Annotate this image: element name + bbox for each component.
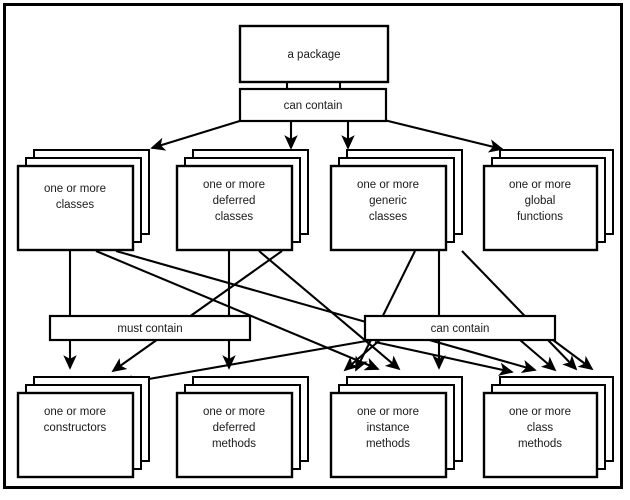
edge-classes-to-instance-methods xyxy=(95,250,380,371)
edge-can-contain-to-class-methods-3 xyxy=(374,340,514,376)
node-generic-classes-line2: generic xyxy=(369,195,407,207)
edge-can-contain-to-class-methods xyxy=(519,339,557,372)
node-deferred-classes-line3: classes xyxy=(215,211,254,223)
node-one-or-more-class-methods[interactable]: one or more class methods xyxy=(482,376,614,479)
node-deferred-classes-line2: deferred xyxy=(213,195,256,207)
edge-can-contain-to-constructors-2 xyxy=(118,338,373,389)
edge-classes-to-class-methods xyxy=(115,249,537,373)
edge-generic-classes-to-instance-methods xyxy=(355,250,416,372)
node-one-or-more-deferred-methods[interactable]: one or more deferred methods xyxy=(175,376,309,479)
edge-cancontain-to-classes xyxy=(150,118,244,151)
relation-bottom-can-contain-label: can contain xyxy=(431,323,490,335)
node-classes-line2: classes xyxy=(56,199,95,211)
relation-must-contain-label: must contain xyxy=(117,323,182,335)
relation-bottom-can-contain[interactable]: can contain xyxy=(363,314,557,342)
node-one-or-more-deferred-classes[interactable]: one or more deferred classes xyxy=(175,149,309,252)
node-one-or-more-generic-classes[interactable]: one or more generic classes xyxy=(329,149,463,252)
relation-must-contain[interactable]: must contain xyxy=(48,314,252,342)
node-class-methods-line1: one or more xyxy=(509,406,571,418)
node-deferred-classes-line1: one or more xyxy=(203,179,265,191)
node-constructors-line1: one or more xyxy=(44,406,106,418)
node-one-or-more-constructors[interactable]: one or more constructors xyxy=(16,376,150,479)
edge-can-contain-to-class-methods-2 xyxy=(552,339,594,371)
node-deferred-methods-line1: one or more xyxy=(203,406,265,418)
node-one-or-more-global-functions[interactable]: one or more global functions xyxy=(482,149,614,252)
node-generic-classes-line3: classes xyxy=(369,211,408,223)
edge-deferred-classes-to-constructors xyxy=(111,250,283,373)
node-deferred-methods-line3: methods xyxy=(212,438,256,450)
node-global-functions-line1: one or more xyxy=(509,179,571,191)
edge-deferred-classes-to-instance-methods xyxy=(258,250,401,371)
node-one-or-more-instance-methods[interactable]: one or more instance methods xyxy=(329,376,463,479)
node-a-package[interactable]: a package xyxy=(238,24,390,84)
relation-top-can-contain-label: can contain xyxy=(284,100,343,112)
node-classes-line1: one or more xyxy=(44,183,106,195)
node-instance-methods-line3: methods xyxy=(366,438,410,450)
node-global-functions-line2: global xyxy=(525,195,556,207)
node-instance-methods-line1: one or more xyxy=(357,406,419,418)
edge-can-contain-to-instance-methods-2 xyxy=(343,339,381,372)
edge-generic-classes-to-class-methods xyxy=(461,250,578,371)
relation-top-can-contain[interactable]: can contain xyxy=(238,87,388,123)
node-deferred-methods-line2: deferred xyxy=(213,422,256,434)
node-instance-methods-line2: instance xyxy=(367,422,410,434)
node-generic-classes-line1: one or more xyxy=(357,179,419,191)
node-class-methods-line2: class xyxy=(527,422,553,434)
node-one-or-more-classes[interactable]: one or more classes xyxy=(16,149,150,252)
node-a-package-label: a package xyxy=(287,49,340,61)
edge-cancontain-to-global-functions xyxy=(383,118,504,153)
node-class-methods-line3: methods xyxy=(518,438,562,450)
node-global-functions-line3: functions xyxy=(517,211,563,223)
node-constructors-line2: constructors xyxy=(44,422,107,434)
